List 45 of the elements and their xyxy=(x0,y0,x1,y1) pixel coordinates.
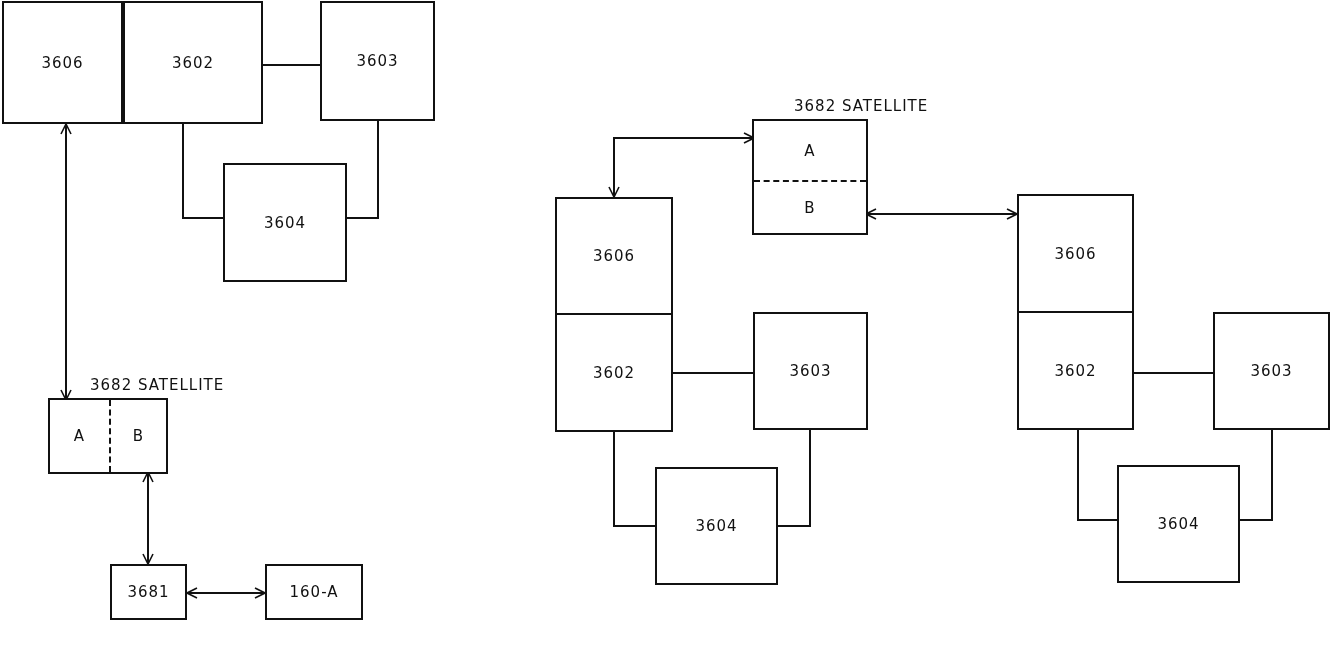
connector-line xyxy=(182,123,224,219)
connector-line xyxy=(613,431,656,527)
unit-box xyxy=(110,564,187,620)
unit-label: 3602 xyxy=(1054,361,1097,380)
unit-box xyxy=(555,313,673,432)
unit-box xyxy=(265,564,363,620)
box-heading: 3682 SATELLITE xyxy=(794,97,929,115)
unit-label: 160-A xyxy=(289,583,339,601)
connector-line xyxy=(346,120,379,219)
unit-box xyxy=(123,1,263,124)
unit-box xyxy=(1017,311,1134,430)
connector-line xyxy=(1133,372,1214,374)
unit-box xyxy=(753,312,868,430)
unit-label: 3602 xyxy=(171,53,215,72)
unit-label: 3606 xyxy=(41,53,84,72)
unit-label: 3603 xyxy=(356,52,399,70)
connector-line xyxy=(777,429,811,527)
unit-label: 3602 xyxy=(592,363,636,382)
unit-label: 3604 xyxy=(695,517,738,535)
unit-label: 3606 xyxy=(1054,244,1097,263)
unit-label: A xyxy=(804,141,816,160)
connector-line xyxy=(1239,429,1273,521)
unit-box xyxy=(1213,312,1330,430)
unit-box xyxy=(555,197,673,315)
unit-label: 3603 xyxy=(789,362,832,380)
unit-label: 3604 xyxy=(1157,515,1200,533)
unit-box xyxy=(2,1,123,124)
unit-label: 3681 xyxy=(127,583,170,601)
unit-label: 3606 xyxy=(592,247,636,265)
connector-line xyxy=(1077,429,1118,521)
box-heading: 3682 SATELLITE xyxy=(90,376,225,394)
unit-box xyxy=(320,1,435,121)
arrow xyxy=(60,123,72,401)
unit-box xyxy=(655,467,778,585)
arrow xyxy=(186,587,266,599)
unit-label: B xyxy=(132,427,145,445)
unit-box xyxy=(1017,194,1134,313)
unit-label: B xyxy=(804,198,816,217)
unit-label: 3603 xyxy=(1250,362,1293,380)
unit-label: 3604 xyxy=(263,213,307,232)
unit-box xyxy=(223,163,347,282)
unit-label: A xyxy=(73,427,86,445)
unit-box xyxy=(1117,465,1240,583)
connector-line xyxy=(262,64,321,66)
connector-line xyxy=(672,372,754,374)
